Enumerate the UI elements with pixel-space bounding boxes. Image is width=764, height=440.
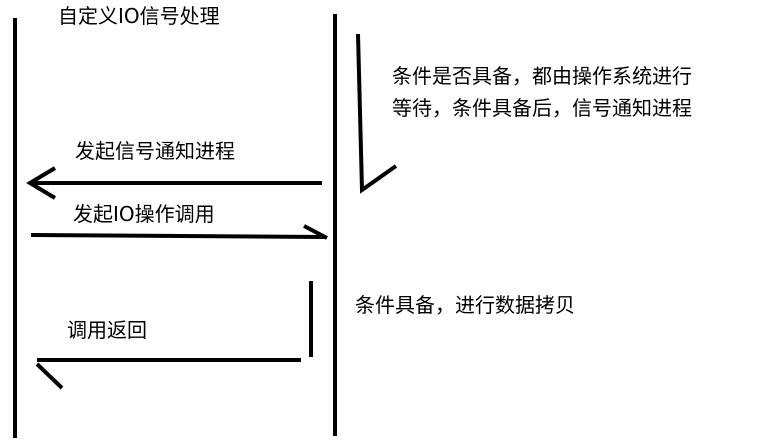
io-call-label: 发起IO操作调用 xyxy=(73,202,215,226)
signal-notify-arrow xyxy=(26,166,322,200)
wait-note-line-2: 等待，条件具备后，信号通知进程 xyxy=(392,96,692,120)
call-return-label: 调用返回 xyxy=(67,318,147,342)
signal-notify-label: 发起信号通知进程 xyxy=(75,139,235,163)
ready-note: 条件具备，进行数据拷贝 xyxy=(355,293,575,317)
call-return-arrow xyxy=(35,358,301,390)
diagram-title: 自定义IO信号处理 xyxy=(58,4,220,28)
wait-period-arrow xyxy=(356,33,398,194)
wait-note-line-1: 条件是否具备，都由操作系统进行 xyxy=(392,64,692,88)
io-call-arrow xyxy=(30,224,328,240)
wait-note: 条件是否具备，都由操作系统进行 等待，条件具备后，信号通知进程 xyxy=(392,60,692,124)
